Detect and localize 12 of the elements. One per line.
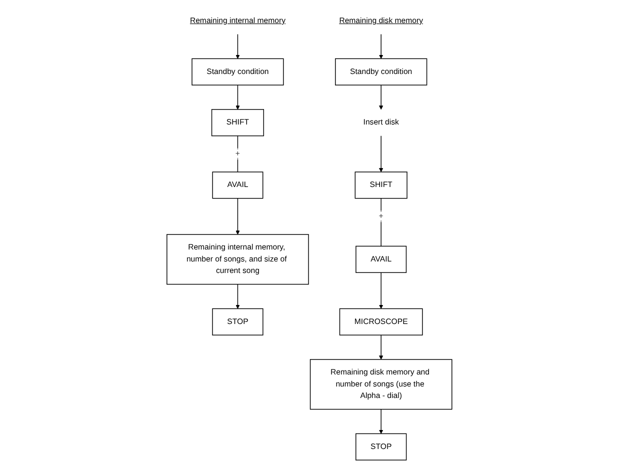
arrow — [378, 272, 383, 308]
arrow — [378, 84, 383, 110]
arrow — [378, 334, 383, 360]
arrow — [378, 408, 383, 434]
arrow — [235, 84, 240, 110]
arrow — [235, 283, 240, 308]
arrow — [378, 134, 383, 172]
arrow — [235, 33, 240, 58]
arrow — [378, 33, 383, 58]
connector — [236, 134, 238, 172]
connector — [380, 197, 382, 246]
arrow — [235, 197, 240, 234]
